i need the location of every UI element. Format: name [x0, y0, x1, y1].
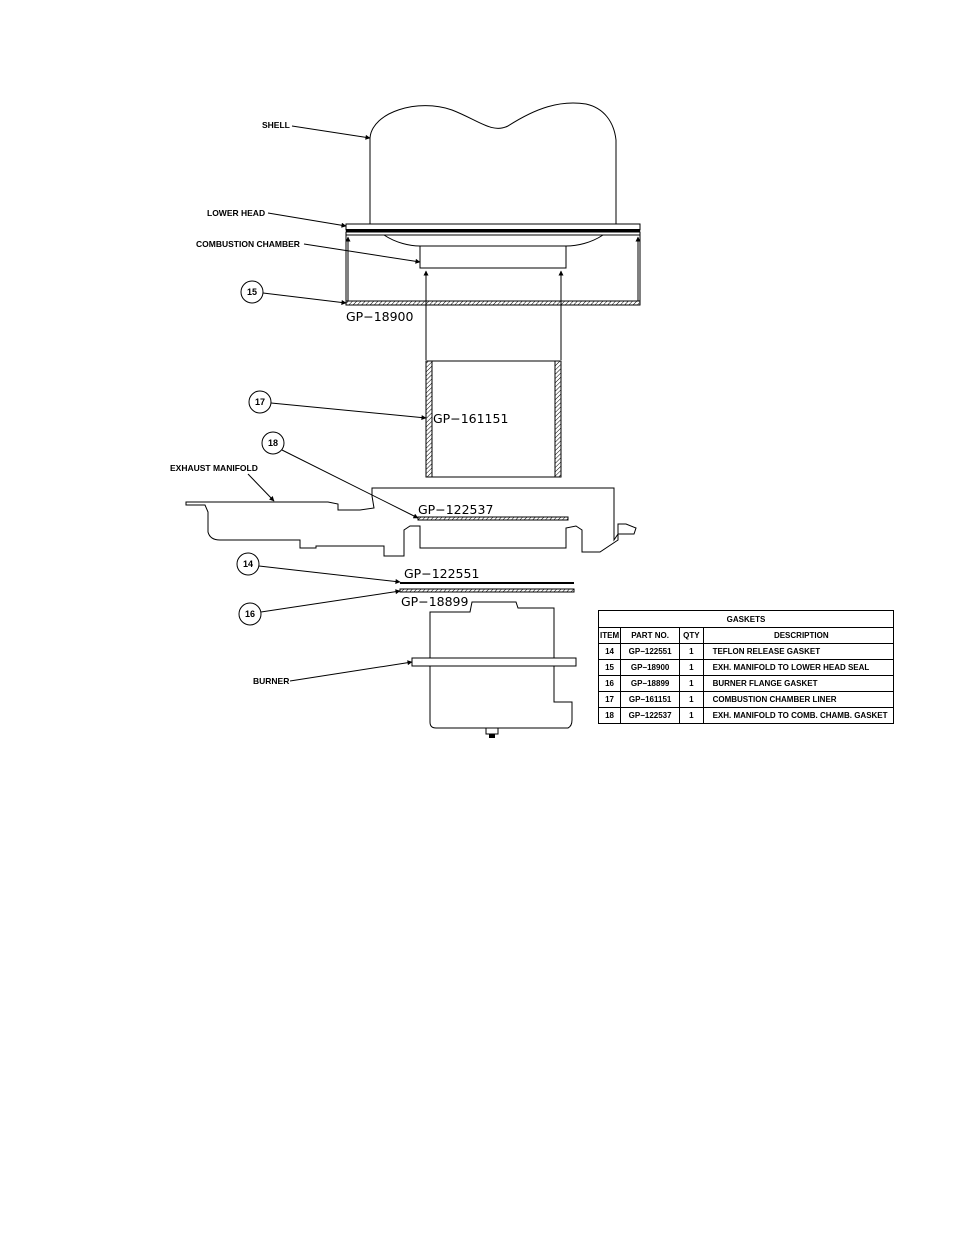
- gasket-18: [417, 516, 569, 521]
- table-row: 15 GP−18900 1 EXH. MANIFOLD TO LOWER HEA…: [597, 659, 895, 676]
- combustion-chamber-part: [419, 245, 567, 269]
- col-description: DESCRIPTION: [702, 627, 895, 644]
- svg-text:LOWER HEAD: LOWER HEAD: [207, 208, 265, 218]
- burner-part: [411, 601, 577, 738]
- cell-item: 18: [597, 707, 622, 724]
- svg-text:15: 15: [247, 287, 257, 297]
- svg-text:COMBUSTION CHAMBER: COMBUSTION CHAMBER: [196, 239, 300, 249]
- svg-text:BURNER: BURNER: [253, 676, 289, 686]
- cell-description: BURNER FLANGE GASKET: [702, 675, 895, 692]
- combustion-chamber-liner-17: [425, 360, 562, 478]
- svg-text:SHELL: SHELL: [262, 120, 290, 130]
- pn-18900: GP−18900: [346, 309, 414, 324]
- cell-part-no: GP−161151: [620, 691, 681, 708]
- cell-qty: 1: [679, 659, 704, 676]
- cell-part-no: GP−122551: [620, 643, 681, 660]
- cell-description: COMBUSTION CHAMBER LINER: [702, 691, 895, 708]
- balloon-15: 15: [240, 280, 347, 305]
- table-row: 18 GP−122537 1 EXH. MANIFOLD TO COMB. CH…: [597, 707, 895, 724]
- alignment-arrows: [345, 236, 641, 360]
- balloon-14: 14: [236, 552, 401, 584]
- gasket-15: [345, 300, 641, 306]
- svg-text:14: 14: [243, 559, 253, 569]
- svg-text:17: 17: [255, 397, 265, 407]
- pn-122551: GP−122551: [404, 566, 479, 581]
- combustion-chamber-callout: COMBUSTION CHAMBER: [196, 239, 421, 264]
- pn-18899: GP−18899: [401, 594, 469, 609]
- exhaust-manifold-callout: EXHAUST MANIFOLD: [170, 463, 275, 502]
- cell-description: EXH. MANIFOLD TO COMB. CHAMB. GASKET: [702, 707, 895, 724]
- balloon-18: 18: [261, 431, 419, 519]
- burner-callout: BURNER: [253, 660, 413, 686]
- shell-callout: SHELL: [262, 120, 371, 140]
- cell-qty: 1: [679, 643, 704, 660]
- table-title: GASKETS: [598, 610, 894, 628]
- cell-part-no: GP−18900: [620, 659, 681, 676]
- col-item: ITEM: [597, 627, 622, 644]
- cell-qty: 1: [679, 707, 704, 724]
- table-row: 14 GP−122551 1 TEFLON RELEASE GASKET: [597, 643, 895, 660]
- lower-head-callout: LOWER HEAD: [207, 208, 347, 228]
- cell-qty: 1: [679, 675, 704, 692]
- cell-item: 15: [597, 659, 622, 676]
- cell-part-no: GP−18899: [620, 675, 681, 692]
- svg-text:18: 18: [268, 438, 278, 448]
- shell-part: [369, 102, 617, 225]
- balloon-16: 16: [238, 589, 401, 626]
- balloon-17: 17: [248, 390, 427, 421]
- cell-qty: 1: [679, 691, 704, 708]
- svg-text:16: 16: [245, 609, 255, 619]
- table-row: 17 GP−161151 1 COMBUSTION CHAMBER LINER: [597, 691, 895, 708]
- cell-item: 17: [597, 691, 622, 708]
- col-part-no: PART NO.: [620, 627, 681, 644]
- pn-122537: GP−122537: [418, 502, 493, 517]
- gasket-14: [400, 582, 574, 584]
- cell-description: EXH. MANIFOLD TO LOWER HEAD SEAL: [702, 659, 895, 676]
- gasket-16: [399, 588, 575, 593]
- cell-description: TEFLON RELEASE GASKET: [702, 643, 895, 660]
- cell-item: 16: [597, 675, 622, 692]
- gaskets-table: GASKETS ITEM PART NO. QTY DESCRIPTION 14…: [597, 610, 895, 724]
- exhaust-manifold-part: [185, 487, 637, 557]
- cell-item: 14: [597, 643, 622, 660]
- table-row: 16 GP−18899 1 BURNER FLANGE GASKET: [597, 675, 895, 692]
- col-qty: QTY: [679, 627, 704, 644]
- svg-text:EXHAUST MANIFOLD: EXHAUST MANIFOLD: [170, 463, 258, 473]
- cell-part-no: GP−122537: [620, 707, 681, 724]
- pn-161151: GP−161151: [433, 411, 508, 426]
- table-header-row: ITEM PART NO. QTY DESCRIPTION: [597, 627, 895, 644]
